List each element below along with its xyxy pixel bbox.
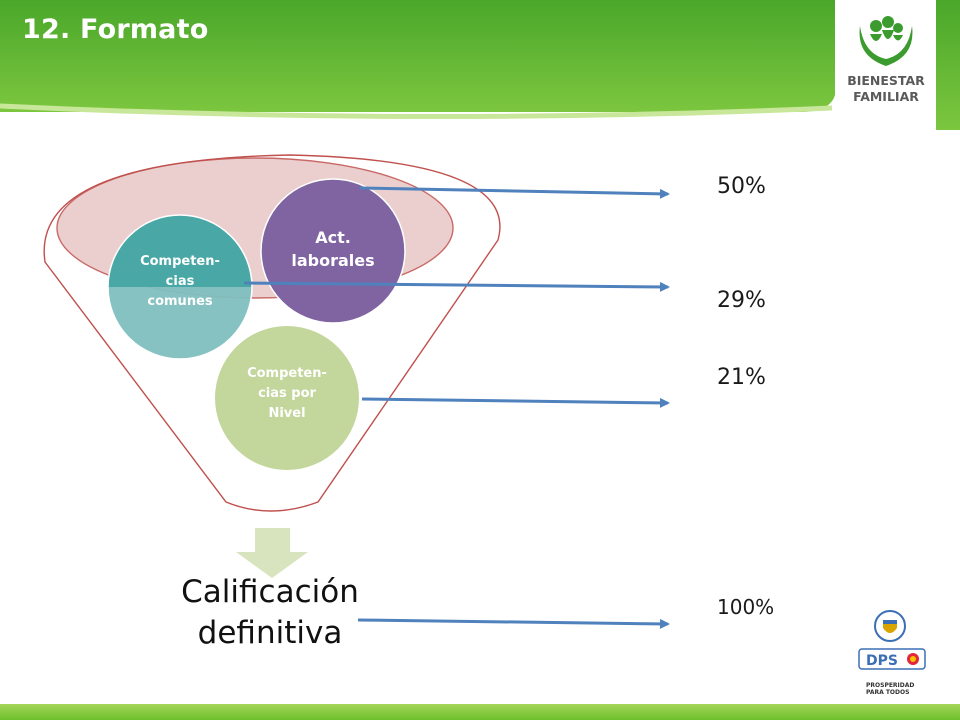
bottom-band <box>0 704 960 720</box>
bienestar-familiar-logo: BIENESTAR FAMILIAR <box>838 4 934 116</box>
arrow-calificacion <box>357 618 670 629</box>
arrow-competencias-comunes <box>243 281 670 292</box>
dps-logo: DPS <box>858 608 930 700</box>
calificacion-definitiva-label: Calificación definitiva <box>181 574 359 651</box>
logo-line-2: FAMILIAR <box>853 89 919 104</box>
competencias-comunes-label: Competen- cias comunes <box>140 254 220 309</box>
slide-title: 12. Formato <box>22 14 209 45</box>
competencias-nivel-label: Competen- cias por Nivel <box>247 366 327 421</box>
dps-badge: DPS <box>858 648 926 670</box>
logo-line-1: BIENESTAR <box>847 73 925 88</box>
pct-competencias-comunes: 29% <box>717 288 766 313</box>
teal-circle-overlap <box>108 215 252 287</box>
funnel-outline <box>43 154 501 512</box>
pct-total: 100% <box>717 595 775 619</box>
act-laborales-label: Act. laborales <box>291 228 375 270</box>
competencias-nivel-circle <box>215 326 359 470</box>
act-laborales-circle <box>260 178 406 324</box>
header-band <box>0 0 960 130</box>
family-hands-icon <box>859 16 913 66</box>
svg-text:DPS: DPS <box>866 653 898 669</box>
arrow-competencias-nivel <box>361 397 670 408</box>
coat-of-arms-icon <box>874 610 906 642</box>
pct-competencias-nivel: 21% <box>717 365 766 390</box>
arrow-act-laborales <box>359 186 670 199</box>
down-arrow-icon <box>236 528 308 578</box>
prosperidad-slogan: PROSPERIDAD PARA TODOS <box>866 682 915 696</box>
pct-act-laborales: 50% <box>717 174 766 199</box>
